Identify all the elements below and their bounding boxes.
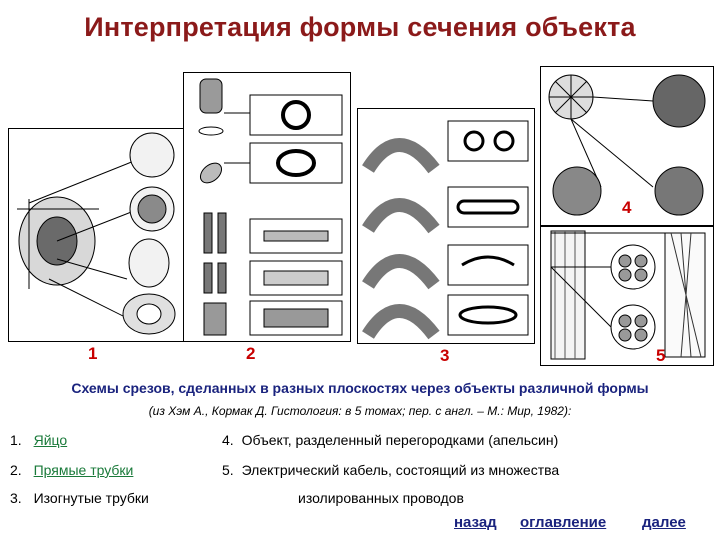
- cable-sections-illustration: [541, 227, 713, 365]
- panel-curved-tubes: [357, 108, 535, 344]
- list-item-number: 3.: [10, 490, 22, 506]
- caption: Схемы срезов, сделанных в разных плоскос…: [0, 380, 720, 396]
- curved-tubes-illustration: [358, 109, 534, 343]
- list-item-number: 5.: [222, 462, 234, 478]
- straight-tubes-illustration: [184, 73, 350, 341]
- panel-number-5: 5: [656, 346, 665, 366]
- nav-next-link[interactable]: далее: [642, 514, 686, 531]
- list-item-number: 2.: [10, 462, 22, 478]
- list-item-number: 4.: [222, 432, 234, 448]
- list-item-cable: 5. Электрический кабель, состоящий из мн…: [222, 462, 559, 478]
- source-citation: (из Хэм А., Кормак Д. Гистология: в 5 то…: [0, 404, 720, 418]
- egg-sections-illustration: [9, 129, 185, 341]
- panel-egg: [8, 128, 186, 342]
- list-item-label: Объект, разделенный перегородками (апель…: [242, 432, 559, 448]
- link-straight-tubes[interactable]: Прямые трубки: [34, 462, 134, 478]
- panel-straight-tubes: [183, 72, 351, 342]
- panel-number-1: 1: [88, 344, 97, 364]
- panel-cable: [540, 226, 714, 366]
- nav-back-link[interactable]: назад: [454, 514, 497, 531]
- list-item-egg: 1. Яйцо: [10, 432, 67, 448]
- slide-title: Интерпретация формы сечения объекта: [0, 12, 720, 43]
- panel-number-3: 3: [440, 346, 449, 366]
- nav-contents-link[interactable]: оглавление: [520, 514, 606, 531]
- list-item-label: изолированных проводов: [298, 490, 464, 506]
- panel-number-4: 4: [622, 198, 631, 218]
- list-item-cable-continued: изолированных проводов: [298, 490, 464, 506]
- link-egg[interactable]: Яйцо: [34, 432, 68, 448]
- list-item-label: Электрический кабель, состоящий из множе…: [242, 462, 560, 478]
- panel-number-2: 2: [246, 344, 255, 364]
- list-item-curved-tubes: 3. Изогнутые трубки: [10, 490, 149, 506]
- list-item-straight-tubes: 2. Прямые трубки: [10, 462, 133, 478]
- list-item-number: 1.: [10, 432, 22, 448]
- list-item-label: Изогнутые трубки: [34, 490, 149, 506]
- list-item-orange: 4. Объект, разделенный перегородками (ап…: [222, 432, 558, 448]
